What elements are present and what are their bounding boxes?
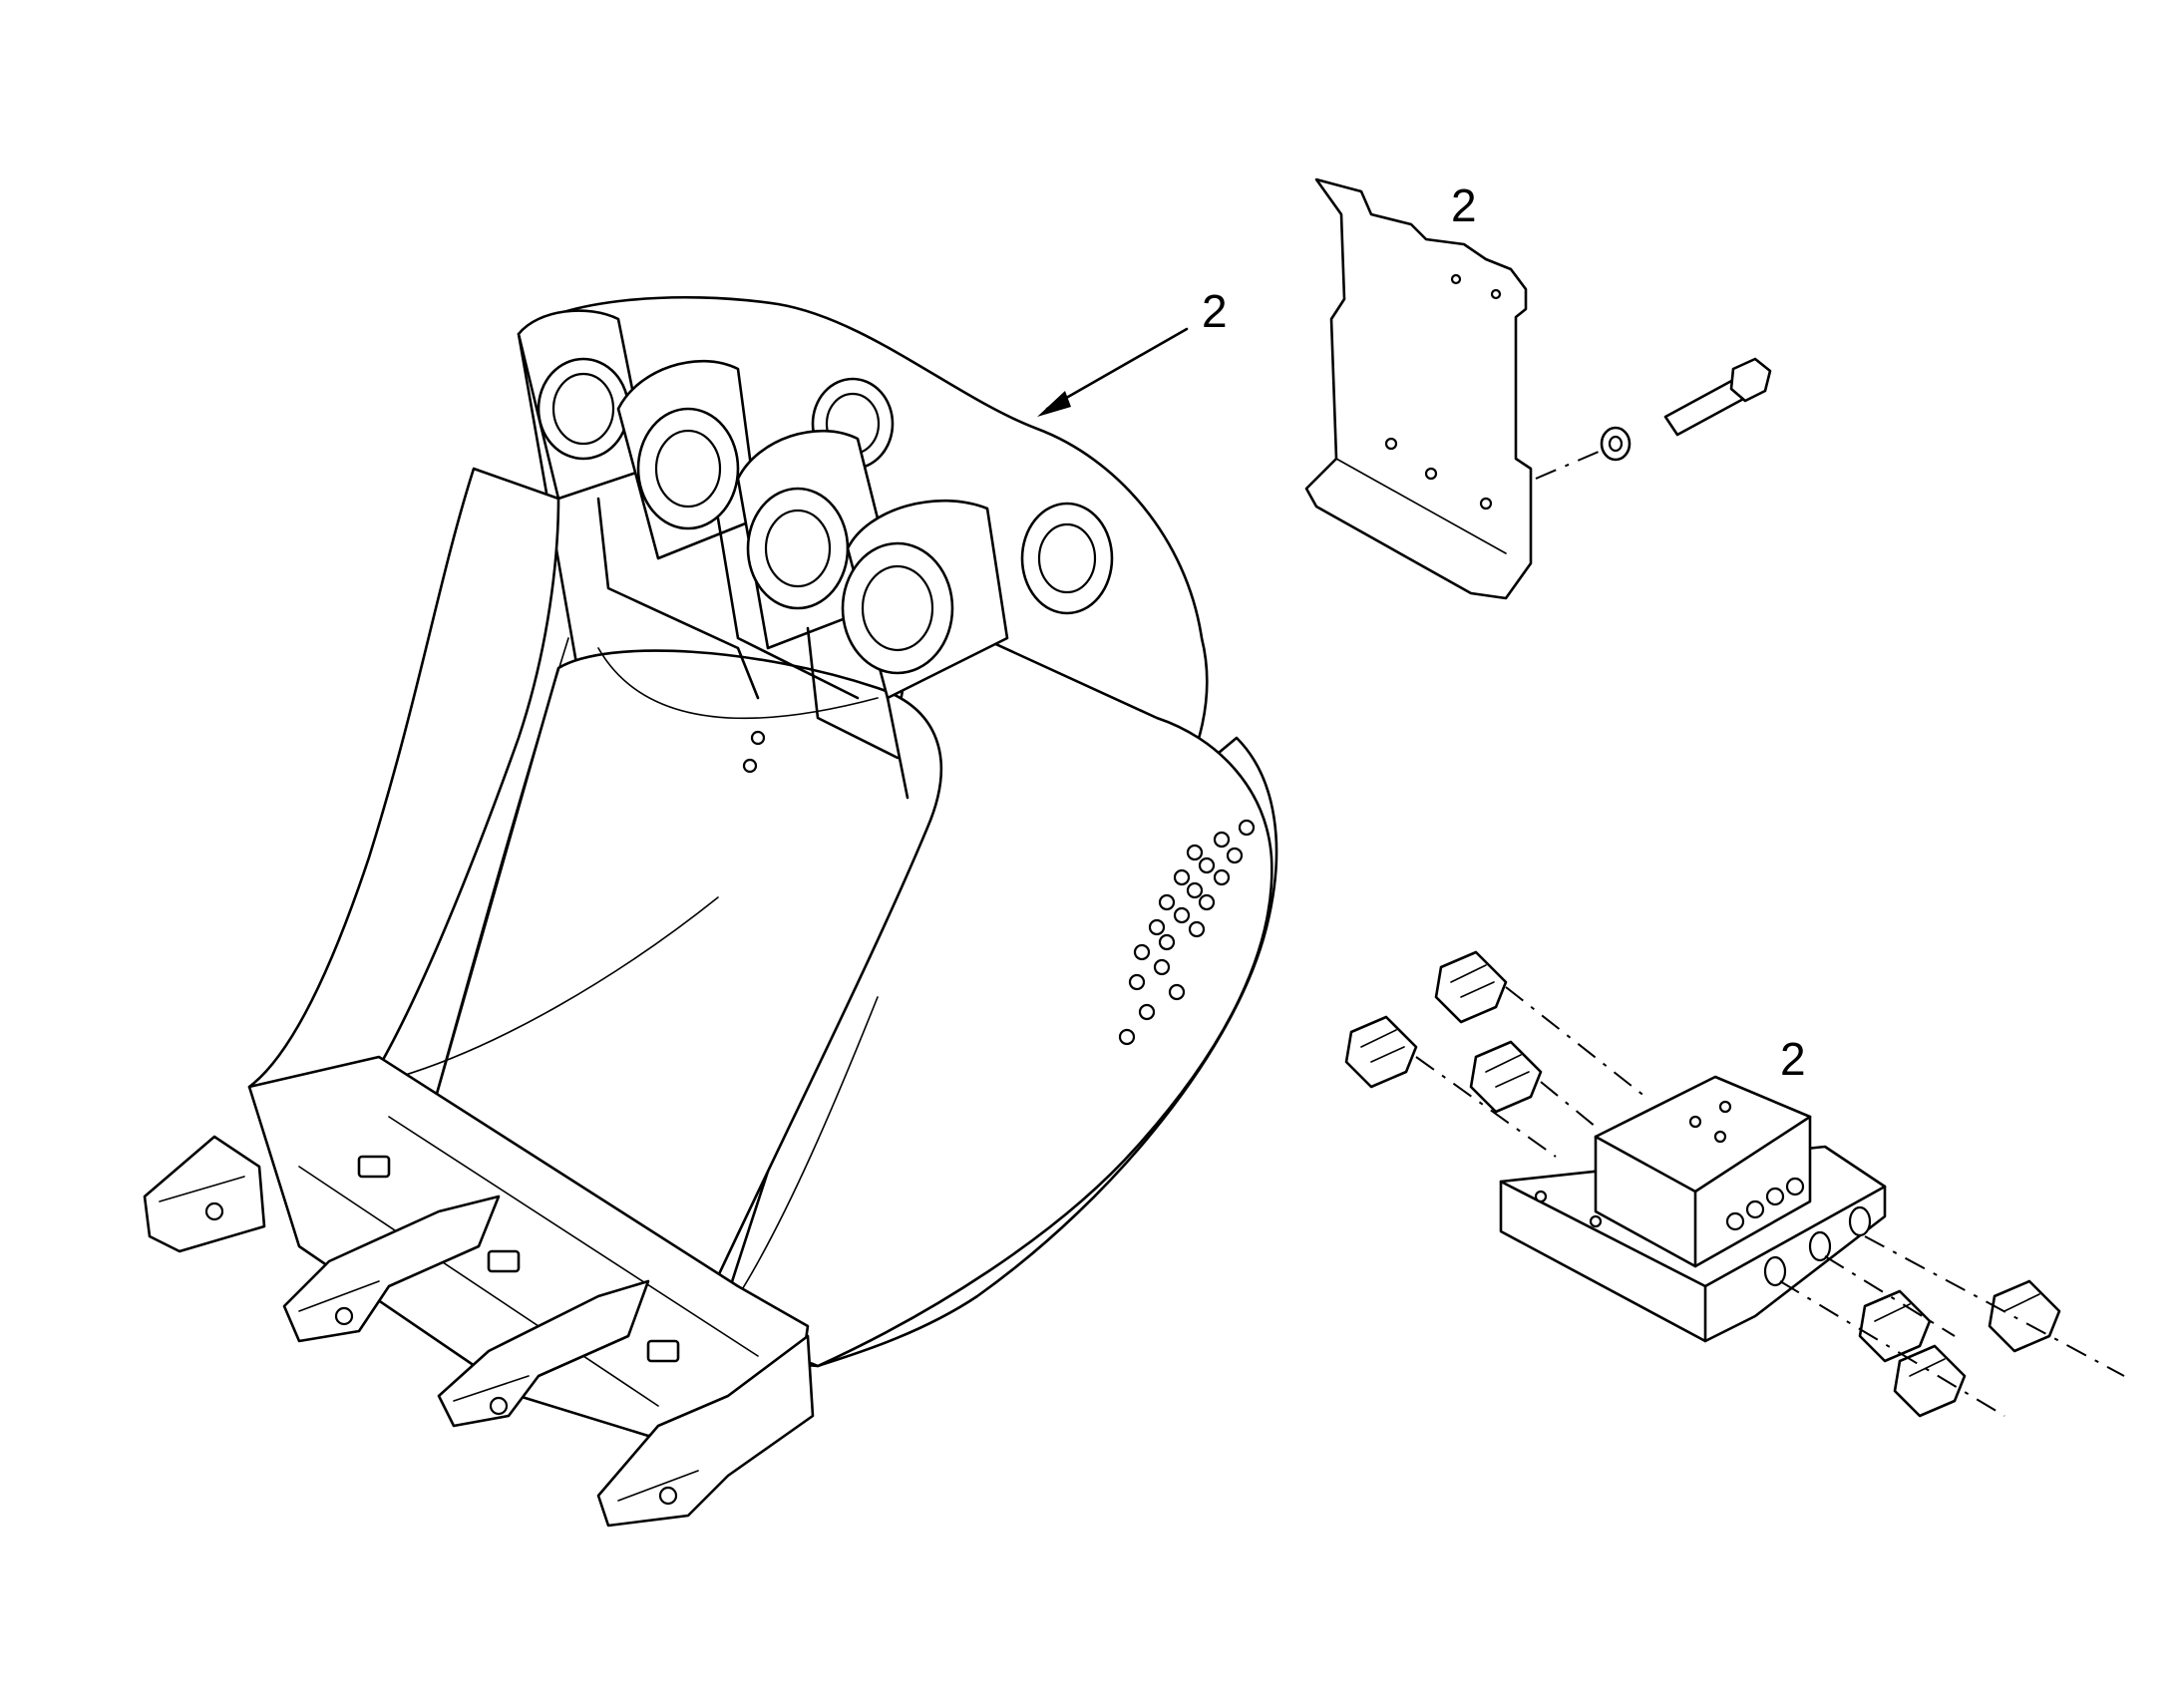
fitting-1-axis: [1505, 986, 1646, 1098]
washer[interactable]: [1600, 426, 1632, 462]
fitting-3[interactable]: [1469, 1040, 1543, 1114]
bolt[interactable]: [1663, 357, 1772, 437]
callout-valve-block: 2: [1780, 1033, 1806, 1085]
fitting-2-axis: [1415, 1056, 1557, 1158]
fitting-1[interactable]: [1434, 950, 1508, 1024]
fitting-4[interactable]: [1858, 1289, 1932, 1363]
callout-plate: 2: [1451, 179, 1477, 231]
bucket-teeth: [143, 1135, 815, 1528]
guard-plate[interactable]: [1304, 177, 1533, 600]
fitting-3-axis: [1540, 1081, 1597, 1128]
fitting-5[interactable]: [1988, 1279, 2061, 1353]
valve-block-assembly[interactable]: [1499, 1075, 1887, 1343]
fitting-6[interactable]: [1893, 1344, 1967, 1418]
fitting-5-axis: [1864, 1235, 2125, 1377]
side-plate-holes: [1118, 819, 1256, 1046]
hinge-bosses: [517, 309, 1114, 800]
bolt-axis-line: [1535, 448, 1607, 480]
excavator-bucket[interactable]: [143, 295, 1278, 1528]
fitting-4-axis: [1824, 1255, 1956, 1337]
fitting-6-axis: [1779, 1280, 2005, 1417]
bucket-leader-arrow: [1037, 327, 1189, 417]
callout-bucket: 2: [1202, 285, 1228, 337]
fitting-2[interactable]: [1344, 1015, 1418, 1089]
